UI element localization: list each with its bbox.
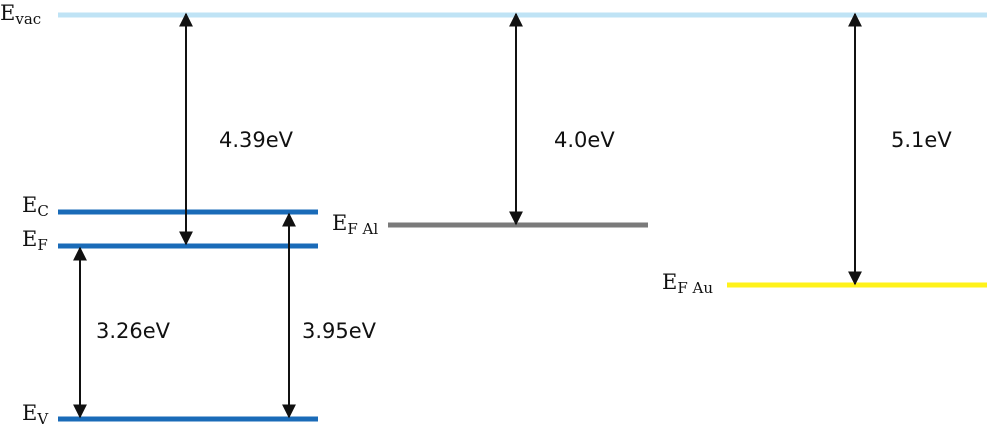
au-work-function-value: 5.1eV bbox=[891, 128, 952, 152]
fermi-valence-gap-value: 3.26eV bbox=[96, 319, 171, 343]
al-work-function-value: 4.0eV bbox=[554, 128, 615, 152]
vacuum-level-label: Evac bbox=[0, 1, 41, 28]
fermi-level-label: EF bbox=[22, 227, 48, 254]
au-fermi-level-label: EF Au bbox=[662, 270, 713, 297]
conduction-band-label-sub: C bbox=[37, 202, 48, 220]
al-fermi-level-label-main: E bbox=[332, 211, 347, 235]
valence-band-label-main: E bbox=[22, 401, 37, 425]
al-fermi-level-label: EF Al bbox=[332, 211, 378, 238]
fermi-level-label-sub: F bbox=[37, 236, 47, 254]
fermi-level-label-main: E bbox=[22, 227, 37, 251]
conduction-band-label: EC bbox=[22, 193, 49, 220]
al-fermi-level-label-sub: F Al bbox=[347, 220, 378, 238]
semiconductor-work-function-value: 4.39eV bbox=[219, 128, 294, 152]
valence-band-label: EV bbox=[22, 401, 49, 428]
vacuum-level-label-sub: vac bbox=[14, 10, 41, 28]
valence-band-label-sub: V bbox=[36, 410, 49, 428]
vacuum-level-label-main: E bbox=[0, 1, 15, 25]
au-fermi-level-label-sub: F Au bbox=[677, 279, 713, 297]
conduction-valence-gap-value: 3.95eV bbox=[302, 319, 377, 343]
au-fermi-level-label-main: E bbox=[662, 270, 677, 294]
conduction-band-label-main: E bbox=[22, 193, 37, 217]
